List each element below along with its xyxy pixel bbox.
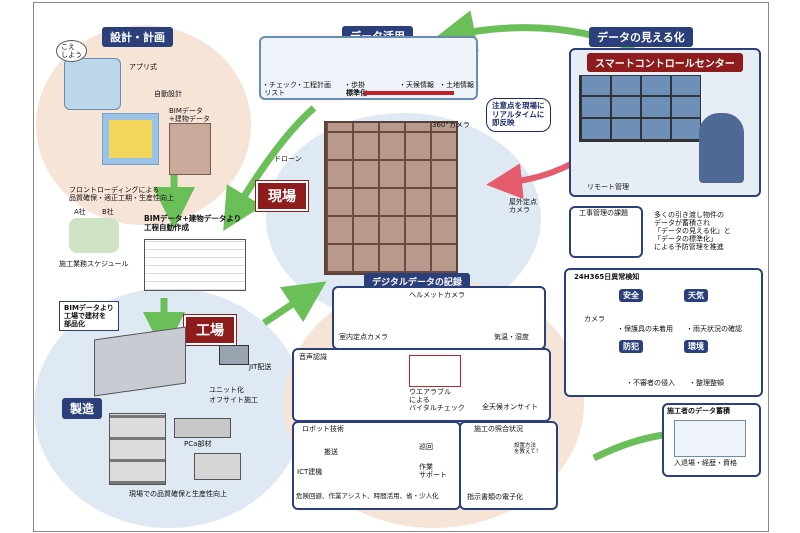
instruct-label: 指示書類の電子化 — [467, 493, 523, 501]
jit-label: JIT配送 — [249, 363, 272, 371]
robot-panel — [292, 421, 461, 510]
schedule-label: 施工業務スケジュール — [59, 260, 129, 268]
bim-factory-label: BIMデータより 工場で建材を 部品化 — [59, 301, 119, 332]
checklist-label: ・チェック リスト — [262, 81, 297, 98]
crime-tag: 防犯 — [619, 340, 643, 353]
wearable-label: ウエアラブル による バイタルチェック — [409, 388, 465, 413]
ekg-illustration — [409, 355, 461, 387]
camera-label: カメラ — [584, 315, 605, 323]
land-info-label: ・土地情報 — [439, 81, 474, 89]
process-plan-label: ・工程計画 — [296, 81, 331, 89]
work-support-label: 作業 サポート — [419, 463, 447, 480]
workers-sub: 入退場・経歴・資格 — [674, 459, 737, 467]
id-cards-illustration — [674, 420, 746, 457]
hobo-label: 搬送 — [324, 448, 338, 456]
outdoor-cam-label: 屋外定点 カメラ — [509, 198, 537, 215]
weather-tag: 天気 — [684, 289, 708, 302]
voice-label: 音声認識 — [299, 353, 327, 361]
allweather-label: 全天候オンサイト — [482, 403, 538, 411]
standardize-label: 標準化 — [346, 89, 367, 97]
structure-illustration — [109, 413, 166, 485]
monitoring-label: 24H365日異常検知 — [574, 273, 640, 281]
crane-illustration — [364, 91, 454, 95]
design-speech-bubble: こえ しよう — [56, 40, 87, 63]
patrol-label: 巡回 — [419, 443, 433, 451]
issues-panel — [569, 206, 643, 258]
issues-label: 工事管理の課題 — [579, 209, 628, 217]
company-b-label: B社 — [102, 208, 114, 216]
auto-design-label: 自動設計 — [154, 90, 182, 98]
monitors-illustration — [579, 75, 701, 142]
panel-illustration — [194, 453, 241, 480]
ict-label: ICT建機 — [297, 468, 323, 476]
offsite-label: オフサイト施工 — [209, 396, 258, 404]
smart-center-title: スマートコントロールセンター — [587, 53, 743, 72]
digital-sensors-panel — [332, 286, 546, 350]
robot-bottom-label: 危険回避、作業アシスト、時間活用、省・少人化 — [296, 492, 439, 500]
visualize-tag: データの見える化 — [589, 27, 693, 47]
remote-label: リモート管理 — [587, 183, 629, 191]
designer-illustration — [64, 58, 121, 110]
company-a-label: A社 — [74, 208, 86, 216]
workers-label: 施工者のデータ蓄積 — [667, 407, 730, 415]
factory-tag: 工場 — [184, 315, 236, 345]
instruction-panel — [459, 421, 558, 510]
building-main-illustration — [324, 121, 458, 275]
diagram-frame: 設計・計画 データ活用 データの見える化 現場 工場 製造 こえ しよう アプリ… — [33, 2, 769, 532]
temp-label: 気温・湿度 — [494, 333, 529, 341]
workers-illustration — [69, 218, 119, 253]
pca-label: PCa部材 — [184, 440, 212, 448]
app-label: アプリ式 — [129, 63, 157, 71]
env-sub: ・整理整頓 — [689, 379, 724, 387]
digital-title: デジタルデータの記録 — [364, 273, 470, 290]
arrow-factory-to-site — [262, 281, 327, 326]
monitoring-panel — [564, 268, 763, 397]
drone-label: ドローン — [274, 155, 302, 163]
pay-label: ・歩掛 — [344, 81, 365, 89]
data-use-panel — [259, 36, 478, 100]
weather-sub: ・雨天状況の確認 — [686, 325, 742, 333]
auto-schedule-label: BIMデータ+建物データより 工程自動作成 — [144, 214, 242, 232]
building-illustration — [169, 123, 211, 175]
bim-model-illustration — [102, 113, 159, 165]
safety-tag: 安全 — [619, 289, 643, 302]
manufacturing-tag: 製造 — [62, 398, 103, 419]
realtime-label: 注意点を現場に リアルタイムに 即反映 — [486, 98, 551, 132]
site-tag: 現場 — [256, 181, 308, 211]
camera360-label: 360°カメラ — [432, 121, 470, 129]
manufacturing-bottom-label: 現場での品質確保と生産性向上 — [129, 490, 227, 498]
operator-illustration — [699, 113, 744, 183]
ask-label: 設置方法 を教えて！ — [514, 443, 542, 456]
pca-illustration — [174, 418, 231, 438]
indoor-cam-label: 室内定点カメラ — [339, 333, 388, 341]
weather-info-label: ・天候情報 — [399, 81, 434, 89]
safety-sub: ・保護具の未着用 — [617, 325, 673, 333]
env-tag: 環境 — [684, 340, 708, 353]
crime-sub: ・不審者の侵入 — [626, 379, 675, 387]
robot-label: ロボット技術 — [302, 425, 344, 433]
bim-data-label: BIMデータ +建物データ — [169, 107, 210, 124]
gantt-chart-illustration — [144, 239, 246, 291]
unit-label: ユニット化 — [209, 386, 244, 394]
confirm-label: 施工の照合状況 — [474, 425, 523, 433]
frontloading-label: フロントローディングによる 品質確保・適正工期・生産性向上 — [69, 186, 174, 203]
issues-text: 多くの引き渡し物件の データが蓄積され 「データの見える化」と 「データの標準化… — [654, 211, 731, 252]
truck-illustration — [219, 345, 249, 365]
helmet-cam-label: ヘルメットカメラ — [409, 291, 465, 299]
design-tag: 設計・計画 — [102, 27, 173, 47]
